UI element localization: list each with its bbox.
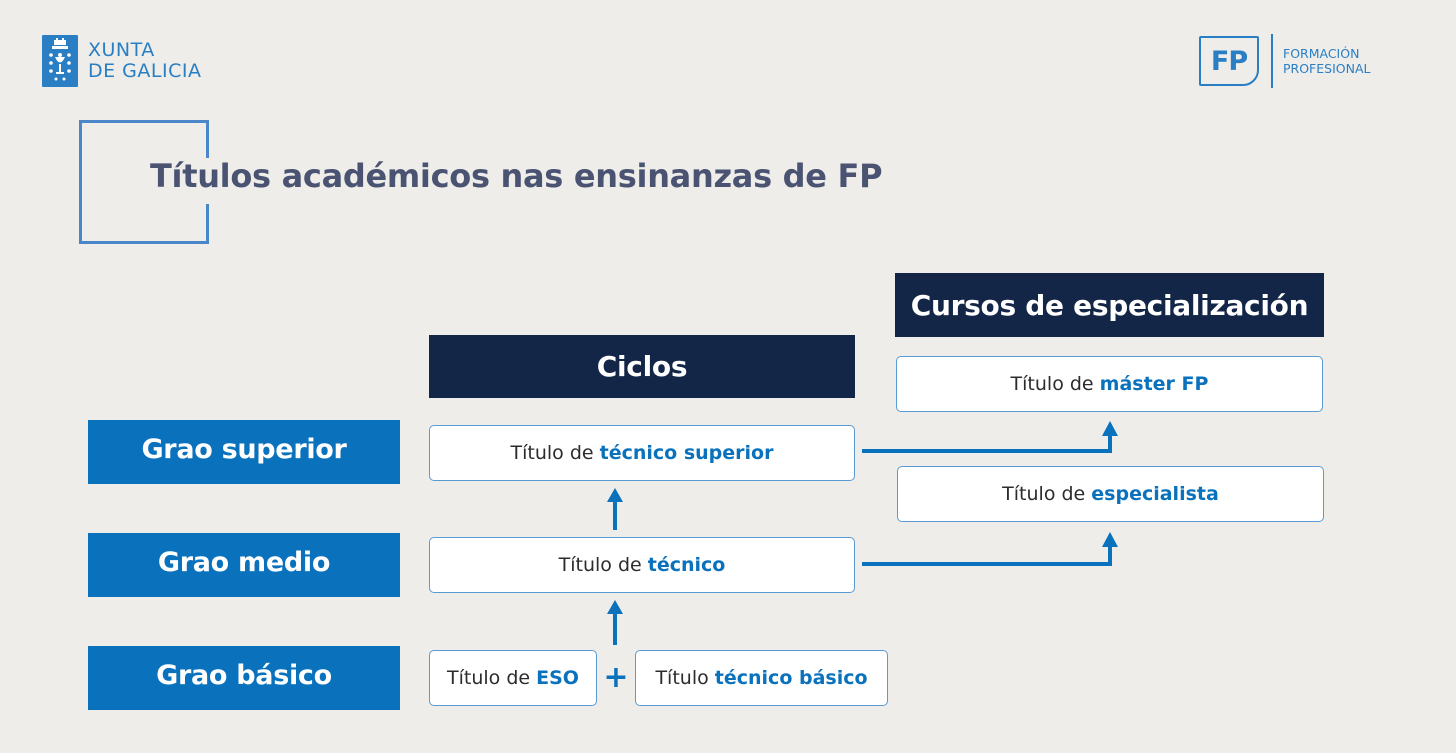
title-box-especialista: Título de especialista bbox=[897, 466, 1324, 522]
title-box-tecnico-superior: Título de técnico superior bbox=[429, 425, 855, 481]
header-cursos-especializacion: Cursos de especialización bbox=[895, 273, 1324, 337]
title-frame-right-top bbox=[206, 120, 209, 158]
title-highlight: técnico básico bbox=[714, 667, 868, 689]
level-grao-medio: Grao medio bbox=[88, 533, 400, 597]
plus-sign: + bbox=[603, 660, 629, 695]
fp-logo: FP FORMACIÓN PROFESIONAL bbox=[1199, 34, 1370, 88]
fp-line-1: FORMACIÓN bbox=[1283, 46, 1360, 61]
xunta-shield-icon bbox=[42, 35, 78, 87]
xunta-line-1: XUNTA bbox=[88, 39, 155, 61]
title-highlight: ESO bbox=[536, 667, 579, 689]
title-box-tecnico-basico: Título técnico básico bbox=[635, 650, 888, 706]
xunta-logo: XUNTA DE GALICIA bbox=[42, 34, 201, 88]
title-highlight: máster FP bbox=[1099, 373, 1209, 395]
fp-wordmark: FORMACIÓN PROFESIONAL bbox=[1283, 46, 1370, 76]
title-prefix: Título de bbox=[1010, 373, 1100, 395]
xunta-line-2: DE GALICIA bbox=[88, 60, 202, 82]
header-ciclos: Ciclos bbox=[429, 335, 855, 398]
arrow-up-icon bbox=[1102, 532, 1118, 547]
xunta-wordmark: XUNTA DE GALICIA bbox=[88, 40, 201, 82]
title-box-eso: Título de ESO bbox=[429, 650, 597, 706]
title-prefix: Título de bbox=[510, 442, 600, 464]
fp-divider bbox=[1271, 34, 1273, 88]
title-frame-top bbox=[79, 120, 209, 123]
fp-badge: FP bbox=[1199, 36, 1259, 86]
level-grao-superior: Grao superior bbox=[88, 420, 400, 484]
title-highlight: técnico superior bbox=[599, 442, 774, 464]
arrow-up-icon bbox=[607, 600, 623, 614]
page-title: Títulos académicos nas ensinanzas de FP bbox=[150, 157, 883, 195]
title-prefix: Título de bbox=[558, 554, 648, 576]
title-box-tecnico: Título de técnico bbox=[429, 537, 855, 593]
title-prefix: Título de bbox=[1002, 483, 1092, 505]
title-box-master-fp: Título de máster FP bbox=[896, 356, 1323, 412]
level-grao-basico: Grao básico bbox=[88, 646, 400, 710]
title-highlight: especialista bbox=[1091, 483, 1219, 505]
arrow-up-icon bbox=[1102, 421, 1118, 436]
fp-line-2: PROFESIONAL bbox=[1283, 61, 1371, 76]
title-highlight: técnico bbox=[647, 554, 726, 576]
title-prefix: Título bbox=[655, 667, 715, 689]
title-frame-bottom bbox=[79, 241, 209, 244]
arrow-up-icon bbox=[607, 488, 623, 502]
title-frame-right-bottom bbox=[206, 204, 209, 244]
title-prefix: Título de bbox=[447, 667, 537, 689]
title-frame-left bbox=[79, 120, 82, 244]
